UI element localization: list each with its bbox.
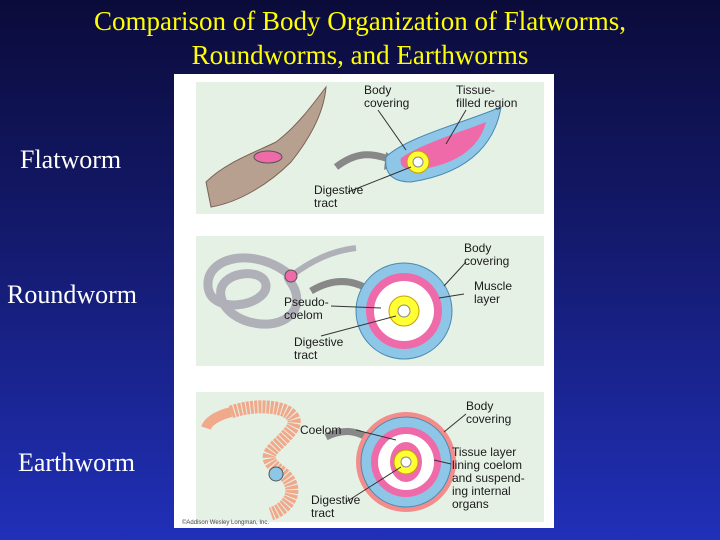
roundworm-muscle-layer-label: Muscle layer [474,279,513,306]
earthworm-illustration [201,400,467,521]
earthworm-gut-lumen [400,456,412,468]
slide-title-line-2: Roundworms, and Earthworms [191,40,529,70]
flatworm-panel: Body covering Tissue- filled region Dige… [196,82,544,214]
earthworm-panel: Body covering Coelom Tissue layer lining… [196,392,544,522]
slide-title-line-1: Comparison of Body Organization of Flatw… [94,6,626,36]
roundworm-illustration [203,245,467,360]
earthworm-digestive-label: Digestive tract [311,493,361,520]
flatworm-label: Flatworm [20,145,122,174]
roundworm-pseudocoelom-leader [330,305,382,309]
flatworm-illustration [205,85,502,208]
roundworm-body-covering-leader [443,261,467,287]
roundworm-muscle-leader [438,293,465,299]
earthworm-digestive-leader [345,466,402,503]
flatworm-gut-lumen [412,156,424,168]
flatworm-body [205,85,327,208]
roundworm-pseudocoelom-label: Pseudo- coelom [284,295,329,322]
roundworm-label: Roundworm [7,280,137,309]
earthworm-body-covering-leader [443,413,467,433]
flatworm-body-covering-label: Body covering [364,83,410,110]
body-organization-figure: Body covering Tissue- filled region Dige… [174,74,554,528]
flatworm-digestive-leader [347,166,412,193]
roundworm-panel: Body covering Pseudo- coelom Muscle laye… [196,236,544,366]
roundworm-gut-lumen [397,304,411,318]
flatworm-arrow [333,151,393,170]
earthworm-head [201,407,233,431]
earthworm-tissue-layer-label: Tissue layer lining coelom and suspend- … [452,445,525,511]
earthworm-coelom-leader [355,429,397,441]
roundworm-cut-section [284,269,298,283]
roundworm-digestive-leader [320,315,397,337]
earthworm-body [228,400,301,521]
slide-title: Comparison of Body Organization of Flatw… [0,4,720,72]
earthworm-coelom-label: Coelom [300,423,342,437]
flatworm-cut-section [253,150,283,164]
roundworm-body [203,253,302,329]
flatworm-digestive-label: Digestive tract [314,183,364,210]
roundworm-body-covering-label: Body covering [464,241,510,268]
roundworm-tail [289,245,357,279]
earthworm-body-covering-label: Body covering [466,399,512,426]
earthworm-tissue-layer-leader [433,459,452,465]
copyright-credit: ©Addison Wesley Longman, Inc. [182,520,270,526]
flatworm-tissue-leader [445,109,467,145]
earthworm-cut-section [268,466,284,482]
flatworm-body-covering-leader [377,109,407,151]
flatworm-tissue-filled-label: Tissue- filled region [456,83,518,110]
earthworm-label: Earthworm [18,448,135,477]
roundworm-digestive-label: Digestive tract [294,335,344,362]
